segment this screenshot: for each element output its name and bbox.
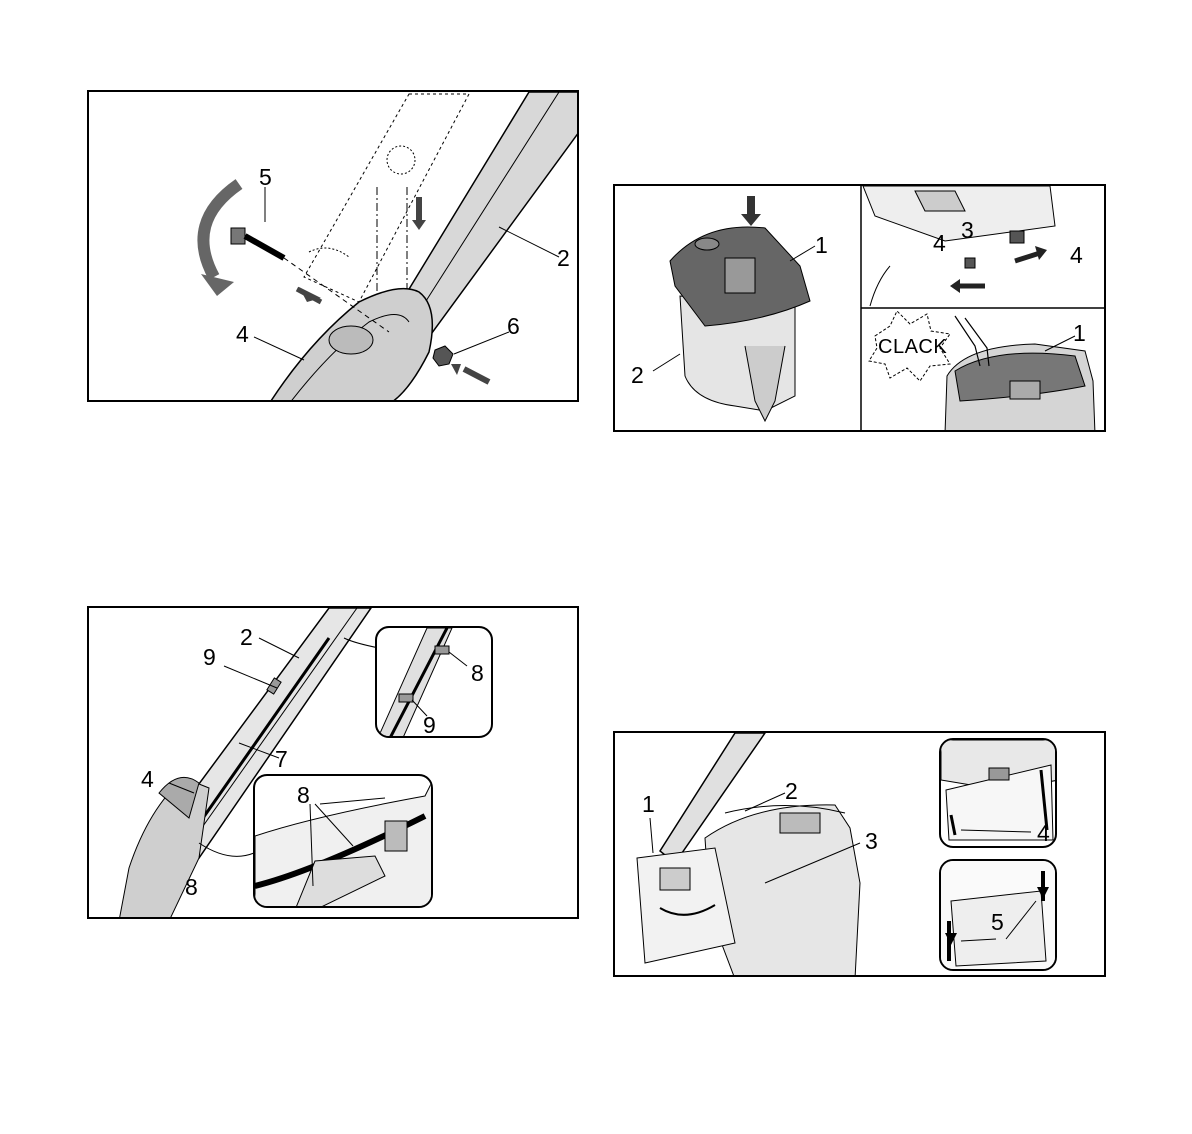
figure-handle-bolt-assembly: 5 2 4 6: [87, 90, 579, 402]
label-catcher: 2: [785, 780, 798, 803]
inset-label-hooks: 8: [297, 784, 310, 807]
inset-label-hook: 8: [471, 662, 484, 685]
label-cable-clip: 9: [203, 646, 216, 669]
handle-bolt-illustration: [89, 92, 579, 402]
label-hook-right: 4: [1070, 244, 1083, 267]
inset-slots-detail: 5: [939, 859, 1057, 971]
label-bracket: 4: [236, 323, 249, 346]
figure-catcher-attach: 1 2 3 4 5: [613, 731, 1106, 977]
inset-label-slots: 5: [991, 911, 1004, 934]
label-hook-left: 4: [933, 232, 946, 255]
label-screw: 5: [259, 166, 272, 189]
inset-cable-clip-detail: 8 9: [375, 626, 493, 738]
figure-catcher-lid: 1 2 4 3 4 1 CLACK: [613, 184, 1106, 432]
inset-label-hooks: 4: [1037, 822, 1050, 845]
label-pin: 3: [961, 219, 974, 242]
label-handle: 2: [557, 247, 570, 270]
sound-text-clack: CLACK: [878, 336, 947, 359]
label-bracket: 4: [141, 768, 154, 791]
label-handle-mount: 3: [865, 830, 878, 853]
label-nut: 6: [507, 315, 520, 338]
label-cover: 1: [815, 234, 828, 257]
catcher-lid-illustration: [615, 186, 1106, 432]
figure-cable-routing: 2 9 7 4 8 8 9 8: [87, 606, 579, 919]
label-cable-hook: 8: [185, 876, 198, 899]
label-cover-right: 1: [1073, 322, 1086, 345]
inset-hooks-detail: 4: [939, 738, 1057, 848]
label-catcher: 2: [631, 364, 644, 387]
label-handle: 2: [240, 626, 253, 649]
label-cable: 7: [275, 748, 288, 771]
label-flap: 1: [642, 793, 655, 816]
inset-cable-hooks-detail: 8: [253, 774, 433, 908]
inset-label-clip: 9: [423, 714, 436, 737]
